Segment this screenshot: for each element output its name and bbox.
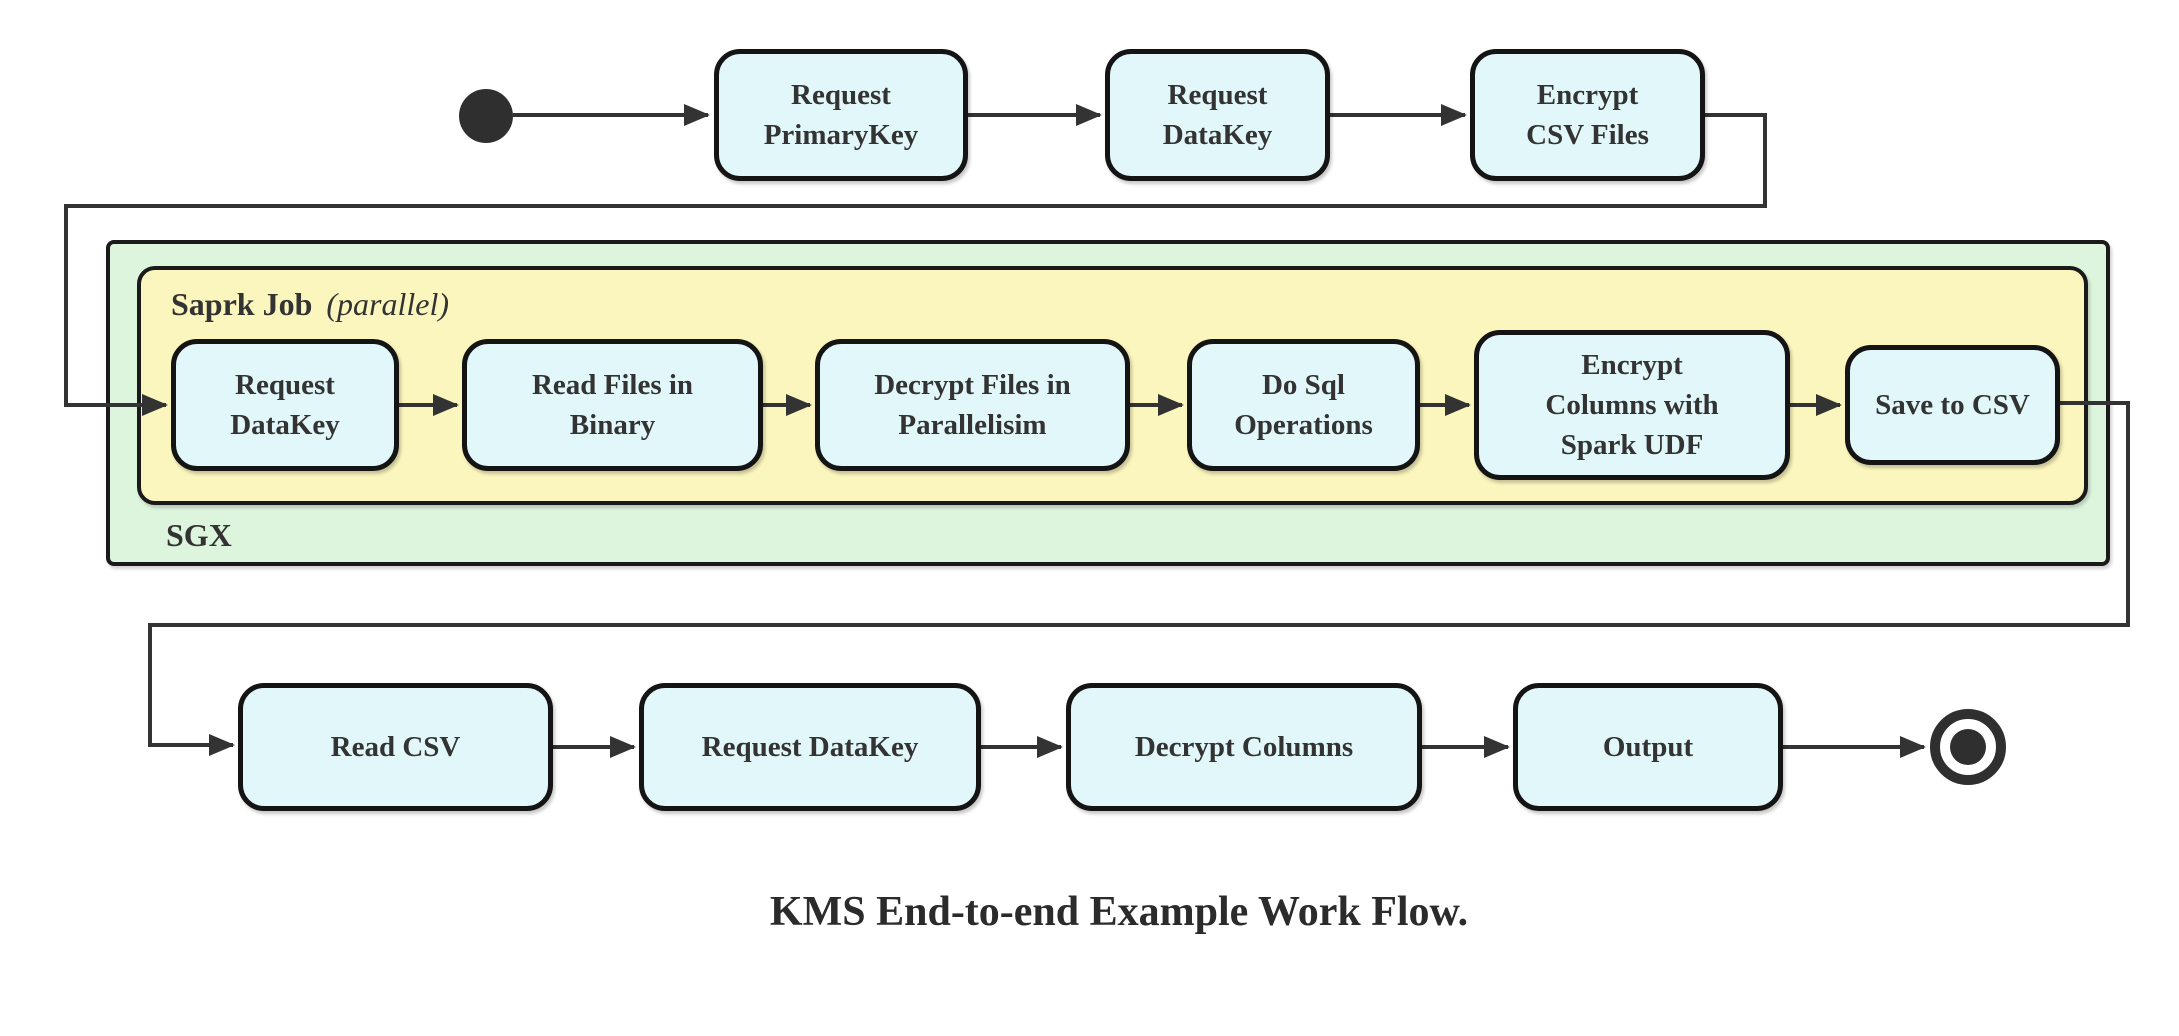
node-encrypt-csv-files: Encrypt CSV Files: [1470, 49, 1705, 181]
node-encrypt-columns-with-spark-udf: Encrypt Columns with Spark UDF: [1474, 330, 1790, 480]
node-read-files-in-binary: Read Files in Binary: [462, 339, 763, 471]
start-state-circle: [459, 89, 513, 143]
node-decrypt-files-in-parallelisim: Decrypt Files in Parallelisim: [815, 339, 1130, 471]
spark-job-label-text: Saprk Job: [171, 286, 313, 322]
node-read-csv: Read CSV: [238, 683, 553, 811]
spark-job-parallel-annotation: (parallel): [326, 286, 450, 322]
edge-encrypt-csv-to-sgx-request-datakey: [64, 113, 1767, 416]
node-request-datakey-top: Request DataKey: [1105, 49, 1330, 181]
sgx-label: SGX: [166, 517, 232, 553]
node-decrypt-columns: Decrypt Columns: [1066, 683, 1422, 811]
node-request-datakey-bottom: Request DataKey: [639, 683, 981, 811]
spark-job-label: Saprk Job (parallel): [171, 286, 449, 323]
node-output: Output: [1513, 683, 1783, 811]
diagram-title: KMS End-to-end Example Work Flow.: [769, 889, 1469, 935]
node-do-sql-operations: Do Sql Operations: [1187, 339, 1420, 471]
end-state-inner-dot: [1950, 729, 1986, 765]
node-request-datakey-sgx: Request DataKey: [171, 339, 399, 471]
node-request-primarykey: Request PrimaryKey: [714, 49, 968, 181]
edge-save-csv-to-read-csv: [148, 401, 2130, 756]
end-state-circle: [1930, 709, 2006, 785]
node-save-to-csv: Save to CSV: [1845, 345, 2060, 465]
